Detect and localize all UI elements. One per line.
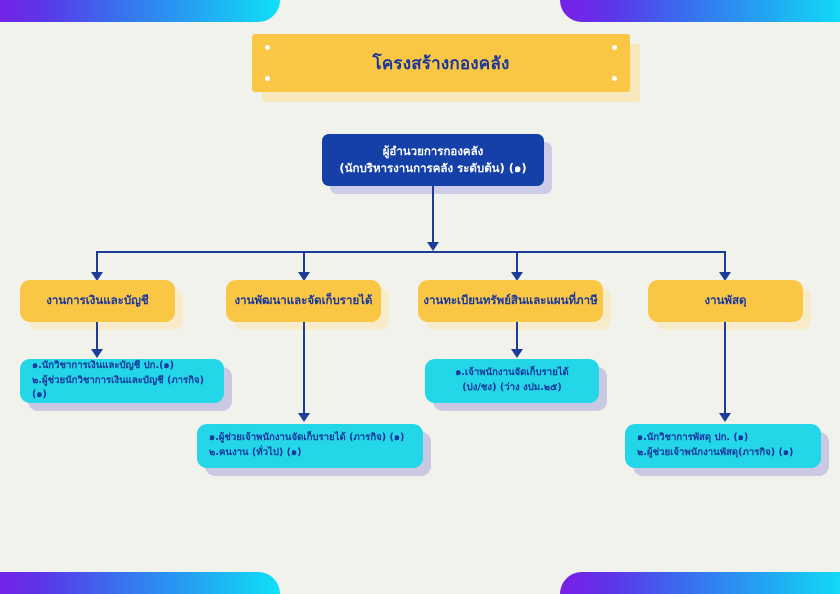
staff-node-4[interactable]: ๑.นักวิชาการพัสดุ ปก. (๑) ๒.ผู้ช่วยเจ้าพ… xyxy=(625,424,821,468)
connector-drop-division-3 xyxy=(516,251,518,275)
decorative-bar-top-left xyxy=(0,0,280,22)
director-node[interactable]: ผู้อำนวยการกองคลัง (นักบริหารงานการคลัง … xyxy=(322,134,544,186)
connector-division-1-to-staff xyxy=(96,322,98,352)
division-node-3-label: งานทะเบียนทรัพย์สินและแผนที่ภาษี xyxy=(423,293,598,307)
director-title-line-1: ผู้อำนวยการกองคลัง xyxy=(382,144,484,159)
staff-node-1[interactable]: ๑.นักวิชาการเงินและบัญชี ปก.(๑) ๒.ผู้ช่ว… xyxy=(20,359,224,403)
connector-division-2-to-staff xyxy=(303,322,305,416)
connector-drop-division-1 xyxy=(96,251,98,275)
division-node-1[interactable]: งานการเงินและบัญชี xyxy=(20,280,175,322)
division-node-2-label: งานพัฒนาและจัดเก็บรายได้ xyxy=(234,293,373,307)
decorative-bar-bottom-left xyxy=(0,572,280,594)
connector-arrow-staff-1-icon xyxy=(91,349,103,358)
connector-drop-division-4 xyxy=(724,251,726,275)
connector-arrow-division-4-icon xyxy=(719,272,731,281)
staff-node-3-line-2: (ปง/ชง) (ว่าง งปม.๒๕) xyxy=(462,382,562,393)
decorative-bar-top-right xyxy=(560,0,840,22)
connector-director-stem xyxy=(432,186,434,244)
staff-node-2[interactable]: ๑.ผู้ช่วยเจ้าพนักงานจัดเก็บรายได้ (ภารกิ… xyxy=(197,424,423,468)
staff-node-3[interactable]: ๑.เจ้าพนักงานจัดเก็บรายได้ (ปง/ชง) (ว่าง… xyxy=(425,359,599,403)
page-title: โครงสร้างกองคลัง xyxy=(372,53,510,74)
banner-screw-bottom-right-icon xyxy=(612,76,617,81)
staff-node-2-line-2: ๒.คนงาน (ทั่วไป) (๑) xyxy=(209,447,302,458)
connector-arrow-staff-2-icon xyxy=(298,413,310,422)
staff-node-1-line-1: ๑.นักวิชาการเงินและบัญชี ปก.(๑) xyxy=(32,359,174,371)
connector-arrow-staff-4-icon xyxy=(719,413,731,422)
division-node-4-label: งานพัสดุ xyxy=(704,293,747,307)
banner-screw-bottom-left-icon xyxy=(265,76,270,81)
connector-director-arrow-icon xyxy=(427,242,439,251)
connector-drop-division-2 xyxy=(303,251,305,275)
staff-node-1-line-2: ๒.ผู้ช่วยนักวิชาการเงินและบัญชี (ภารกิจ)… xyxy=(32,374,205,401)
connector-arrow-division-1-icon xyxy=(91,272,103,281)
staff-node-4-line-1: ๑.นักวิชาการพัสดุ ปก. (๑) xyxy=(637,432,749,444)
title-banner: โครงสร้างกองคลัง xyxy=(252,34,630,92)
division-node-1-label: งานการเงินและบัญชี xyxy=(46,293,149,307)
connector-arrow-division-2-icon xyxy=(298,272,310,281)
connector-arrow-staff-3-icon xyxy=(511,349,523,358)
connector-horizontal-bus xyxy=(96,251,724,253)
banner-screw-top-left-icon xyxy=(265,45,270,50)
staff-node-2-line-1: ๑.ผู้ช่วยเจ้าพนักงานจัดเก็บรายได้ (ภารกิ… xyxy=(209,432,405,444)
staff-node-3-line-1: ๑.เจ้าพนักงานจัดเก็บรายได้ xyxy=(455,367,569,379)
staff-node-4-line-2: ๒.ผู้ช่วยเจ้าพนักงานพัสดุ(ภารกิจ) (๑) xyxy=(637,447,794,458)
connector-division-4-to-staff xyxy=(724,322,726,416)
connector-arrow-division-3-icon xyxy=(511,272,523,281)
director-title-line-2: (นักบริหารงานการคลัง ระดับต้น) (๑) xyxy=(339,161,527,175)
division-node-2[interactable]: งานพัฒนาและจัดเก็บรายได้ xyxy=(226,280,381,322)
division-node-3[interactable]: งานทะเบียนทรัพย์สินและแผนที่ภาษี xyxy=(418,280,603,322)
decorative-bar-bottom-right xyxy=(560,572,840,594)
division-node-4[interactable]: งานพัสดุ xyxy=(648,280,803,322)
banner-screw-top-right-icon xyxy=(612,45,617,50)
connector-division-3-to-staff xyxy=(516,322,518,352)
